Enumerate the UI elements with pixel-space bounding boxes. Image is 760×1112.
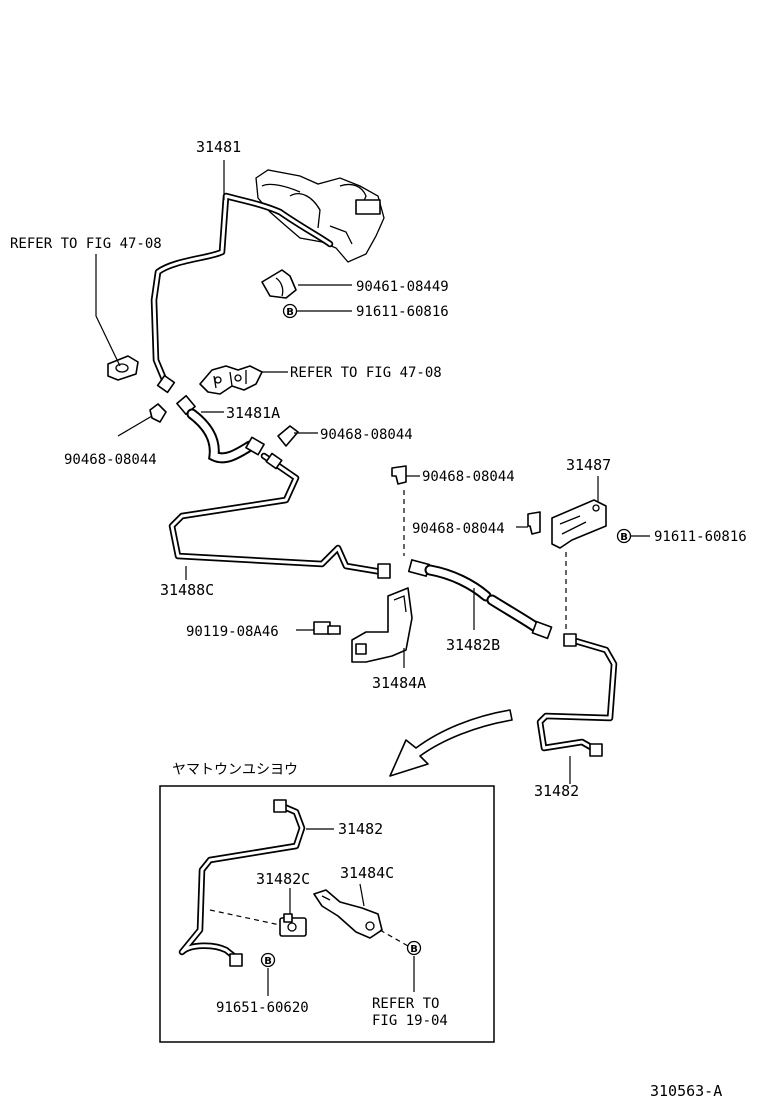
bolt-letter: B [410,944,418,955]
label-31482-main: 31482 [534,782,579,800]
bolt-letter: B [264,956,272,967]
inset-bolt-marker-right: B [406,940,422,956]
label-31484a: 31484A [372,674,426,692]
pipe-clip-right-b [527,511,541,535]
bolt-marker-b-top: B [282,303,298,319]
inset-brake-pipe-31482 [178,799,306,967]
brake-pipe-31481 [150,192,334,394]
master-cylinder-sketch [255,169,385,263]
label-31482b: 31482B [446,636,500,654]
pipe-clamp-90461 [261,269,297,299]
bolt-letter: B [620,532,628,543]
brake-pipe-31482 [536,633,618,757]
inset-leader-lines [267,828,415,996]
inset-label-refer-2: FIG 19-04 [372,1013,448,1029]
inset-dash-a [209,909,281,926]
label-clip-right-b: 90468-08044 [412,521,505,537]
dashed-alignment-lines [403,490,567,632]
mount-bracket-31484a [351,587,413,663]
label-91611-60816-top: 91611-60816 [356,304,449,320]
inset-label-31482c: 31482C [256,870,310,888]
label-refer-fig-a: REFER TO FIG 47-08 [10,236,162,252]
inset-label-refer-1: REFER TO [372,996,439,1012]
label-91611-60816-right: 91611-60816 [654,529,747,545]
inset-bolt-marker-left: B [260,952,276,968]
pipe-clip-left [149,403,167,423]
label-31487: 31487 [566,456,611,474]
inset-dash-b [379,929,409,947]
label-clip-right-a: 90468-08044 [422,469,515,485]
pipe-clip-right-a [391,465,407,485]
mount-bracket-31487 [551,499,607,549]
inset-label-31484c: 31484C [340,864,394,882]
figure-code: 310563-A [650,1082,722,1100]
inset-label-91651-60620: 91651-60620 [216,1000,309,1016]
label-clip-left: 90468-08044 [64,452,157,468]
label-31481a: 31481A [226,404,280,422]
label-31481: 31481 [196,138,241,156]
label-refer-fig-b: REFER TO FIG 47-08 [290,365,442,381]
inset-bracket-31484c [313,889,383,939]
pipe-clip-mid [277,425,299,447]
bolt-marker-b-right: B [616,528,632,544]
inset-clamp-31482c [279,913,307,937]
flex-hose-31481a [176,394,265,464]
brake-pipe-31488c [168,452,391,579]
label-31488c: 31488C [160,581,214,599]
inset-title: ヤマトウンユシヨウ [172,762,298,778]
label-clip-mid: 90468-08044 [320,427,413,443]
bolt-90119 [313,621,341,635]
inset-direction-arrow [389,709,513,777]
inset-panel: ヤマトウンユシヨウ B B [159,762,495,1043]
pipe-clamp-cluster [199,365,263,395]
bolt-letter: B [286,307,294,318]
label-90119-08a46: 90119-08A46 [186,624,279,640]
label-90461-08449: 90461-08449 [356,279,449,295]
leader-lines [95,160,650,784]
inset-frame [159,785,495,1043]
inset-label-31482: 31482 [338,820,383,838]
flex-hose-31482b [407,559,553,640]
mount-bracket-left [107,355,139,381]
